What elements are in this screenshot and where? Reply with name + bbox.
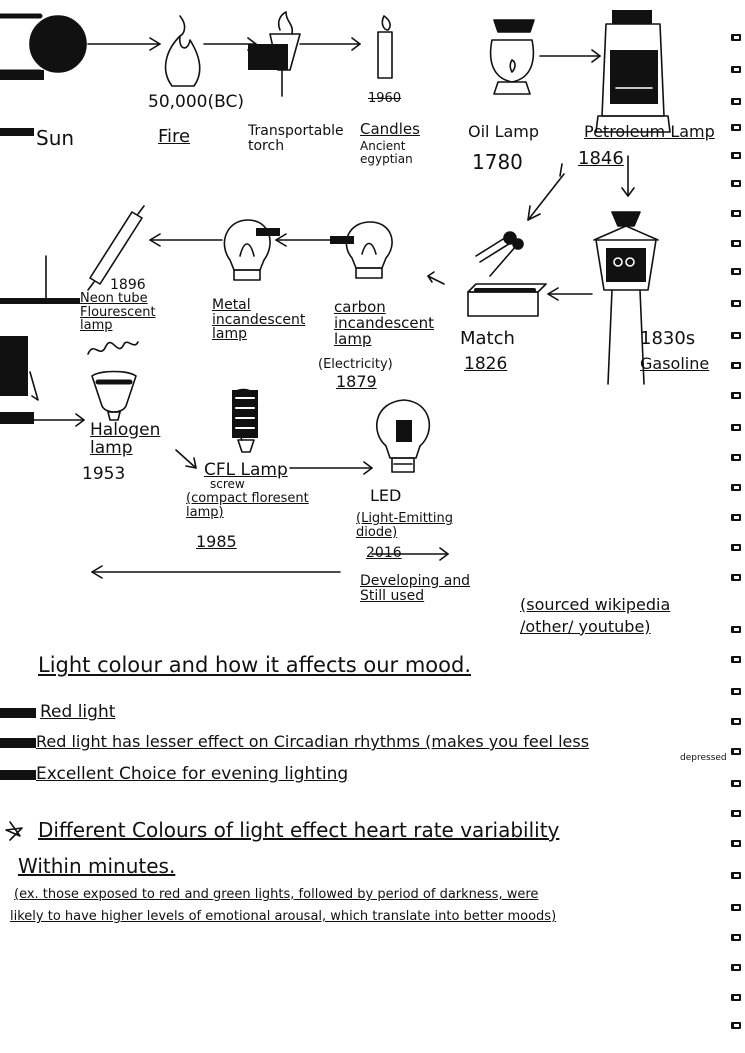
oil-lamp-drawing	[489, 19, 601, 95]
red-light-line1: Red light has lesser effect on Circadian…	[36, 732, 590, 751]
led-full: (Light-Emitting diode)	[356, 511, 453, 540]
led-bulb-drawing	[375, 399, 430, 473]
cfl-label: CFL Lamp	[204, 460, 288, 480]
match-date: 1826	[464, 354, 508, 374]
sources-note: (sourced wikipedia /other/ youtube)	[520, 595, 671, 636]
candle-drawing	[377, 15, 393, 79]
gasoline-label: Gasoline	[640, 354, 710, 373]
petroleum-lamp-drawing	[595, 10, 671, 133]
halogen-lamp-drawing	[91, 370, 137, 421]
sun-drawing	[0, 13, 161, 75]
heart-rate-line2: Within minutes.	[18, 854, 176, 878]
fire-label: Fire	[158, 126, 191, 147]
spiral-binding	[731, 0, 743, 1053]
red-light-line2: Excellent Choice for evening lighting	[36, 764, 349, 784]
candles-date: 1960	[368, 91, 402, 106]
return-arrow	[91, 547, 449, 579]
gasoline-date: 1830s	[640, 328, 696, 349]
metal-label: Metal incandescent lamp	[212, 297, 306, 343]
notes-heading: Light colour and how it affects our mood…	[38, 653, 471, 677]
marker-block	[0, 128, 34, 136]
halogen-date: 1953	[82, 464, 126, 484]
sun-label: Sun	[36, 126, 75, 150]
example-line2: likely to have higher levels of emotiona…	[10, 909, 557, 924]
cfl-sub: screw	[210, 477, 245, 491]
candles-note: Ancient egyptian	[360, 139, 413, 166]
carbon-label: carbon incandescent lamp	[334, 298, 435, 348]
cfl-date: 1985	[196, 532, 237, 551]
cfl-drawing	[232, 388, 373, 475]
fire-drawing	[164, 15, 257, 87]
cfl-full: (compact floresent lamp)	[186, 491, 309, 520]
gas-lamp-drawing	[593, 211, 659, 385]
connector-arrows	[427, 155, 635, 301]
halogen-cfl-arrow	[175, 449, 197, 469]
neon-label: Neon tube Flourescent lamp	[80, 291, 156, 334]
scribble	[87, 341, 139, 355]
petroleum-lamp-date: 1846	[578, 148, 624, 169]
metal-bulb-drawing	[149, 219, 280, 281]
carbon-date: 1879	[336, 372, 377, 391]
led-label: LED	[370, 486, 402, 505]
led-note: Developing and Still used	[360, 573, 471, 604]
example-line1: (ex. those exposed to red and green ligh…	[14, 887, 539, 902]
neon-date: 1896	[110, 277, 146, 293]
oil-lamp-label: Oil Lamp	[468, 122, 540, 141]
left-connectors	[0, 255, 85, 427]
notes-marks	[0, 708, 36, 841]
carbon-note: (Electricity)	[318, 357, 393, 372]
petroleum-lamp-label: Petroleum Lamp	[584, 122, 715, 141]
candles-label: Candles	[360, 120, 420, 138]
fire-date: 50,000(BC)	[148, 92, 244, 112]
torch-drawing	[248, 11, 361, 97]
neon-tube-drawing	[87, 205, 145, 291]
carbon-bulb-drawing	[275, 221, 393, 279]
heart-rate-line: Different Colours of light effect heart …	[38, 818, 560, 842]
oil-lamp-date: 1780	[472, 150, 523, 174]
marker-block	[0, 70, 44, 80]
matchbox-drawing	[467, 231, 547, 317]
red-light-heading: Red light	[40, 702, 116, 722]
torch-label: Transportable torch	[248, 123, 344, 154]
halogen-label: Halogen lamp	[90, 420, 161, 458]
match-label: Match	[460, 328, 515, 349]
led-date: 2016	[366, 545, 402, 561]
red-light-line1-small: depressed	[680, 753, 727, 763]
